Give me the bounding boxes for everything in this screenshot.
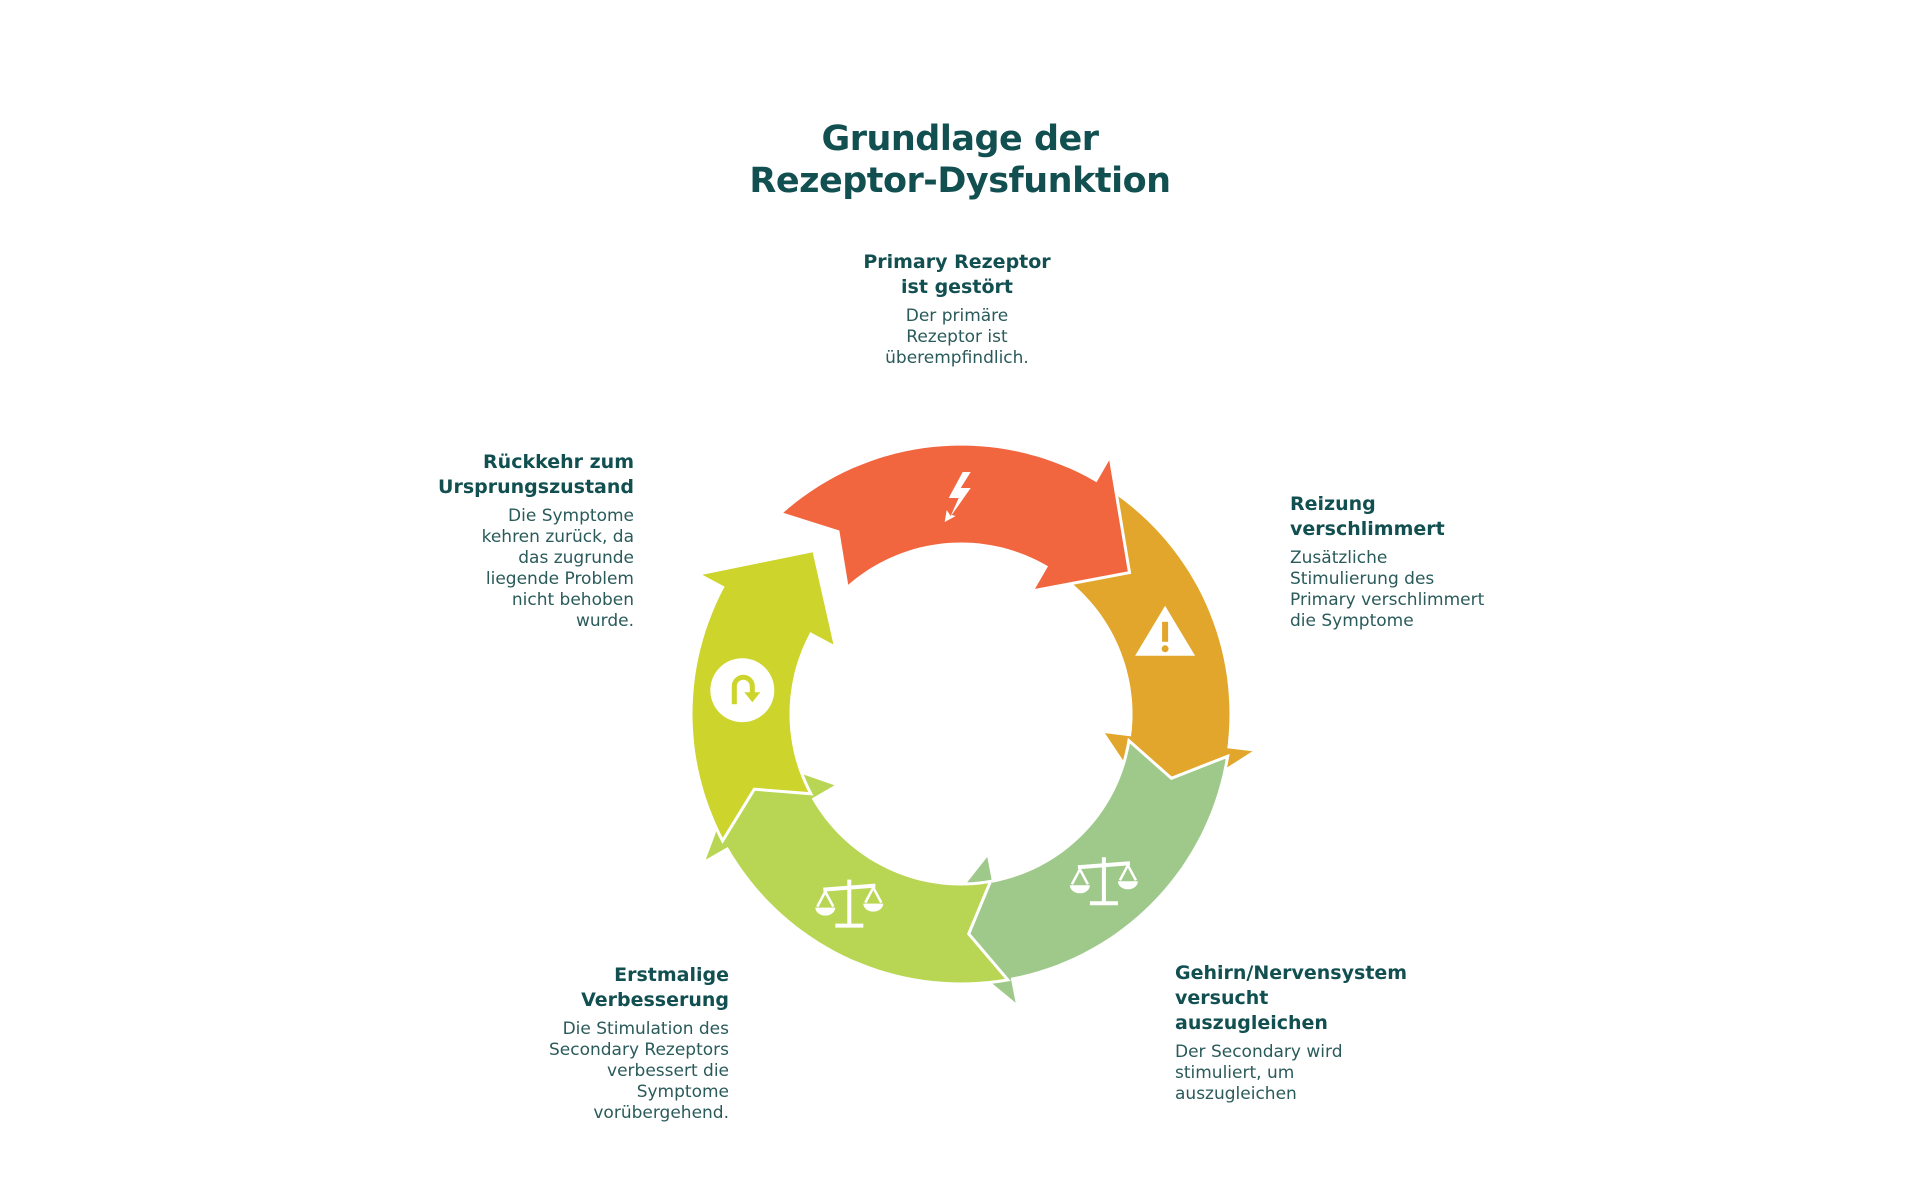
step-text: Symptome xyxy=(636,1082,729,1102)
step-title: auszugleichen xyxy=(1175,1012,1328,1034)
step-text: Primary verschlimmert xyxy=(1290,590,1485,610)
step-text: wurde. xyxy=(575,611,634,631)
step-title: Verbesserung xyxy=(581,989,729,1011)
step-text: Der Secondary wird xyxy=(1175,1042,1343,1062)
step-text: vorübergehend. xyxy=(593,1103,729,1123)
scales-icon xyxy=(815,879,884,928)
title-line-1: Grundlage der xyxy=(821,119,1099,159)
step-text: stimuliert, um xyxy=(1175,1063,1295,1083)
step-title: verschlimmert xyxy=(1290,518,1445,540)
step-title: Rückkehr zum xyxy=(483,451,634,473)
step-text: liegende Problem xyxy=(485,569,634,589)
step-text: Secondary Rezeptors xyxy=(548,1040,729,1060)
title-line-2: Rezeptor-Dysfunktion xyxy=(749,161,1171,201)
cycle-arrow-1 xyxy=(777,442,1132,594)
step-title: ist gestört xyxy=(901,276,1013,298)
step-text: Die Stimulation des xyxy=(562,1019,729,1039)
step-title: versucht xyxy=(1175,987,1269,1009)
step-text: Die Symptome xyxy=(508,506,634,526)
step-text: überempfindlich. xyxy=(885,348,1029,368)
step-text: auszugleichen xyxy=(1175,1084,1297,1104)
return-arrow-icon xyxy=(710,658,775,723)
scales-icon xyxy=(1069,857,1138,906)
warning-icon xyxy=(1135,605,1196,656)
cycle-arrow-4 xyxy=(700,750,1011,986)
lightning-icon xyxy=(944,472,971,522)
step-text: die Symptome xyxy=(1290,611,1414,631)
step-text: Rezeptor ist xyxy=(906,327,1008,347)
step-text: Zusätzliche xyxy=(1290,548,1388,568)
step-text: verbessert die xyxy=(607,1061,729,1081)
step-title: Erstmalige xyxy=(614,964,729,986)
step-text: das zugrunde xyxy=(518,548,634,568)
step-text: nicht behoben xyxy=(511,590,634,610)
step-title: Primary Rezeptor xyxy=(863,251,1051,273)
step-gehirn-label: Gehirn/Nervensystem versucht auszugleichen… xyxy=(1175,961,1475,1105)
step-title: Ursprungszustand xyxy=(438,476,634,498)
step-title: Gehirn/Nervensystem xyxy=(1175,962,1408,984)
step-text: Stimulierung des xyxy=(1290,569,1435,589)
step-title: Reizung xyxy=(1290,493,1376,515)
step-text: kehren zurück, da xyxy=(481,527,634,547)
step-text: Der primäre xyxy=(905,306,1009,326)
